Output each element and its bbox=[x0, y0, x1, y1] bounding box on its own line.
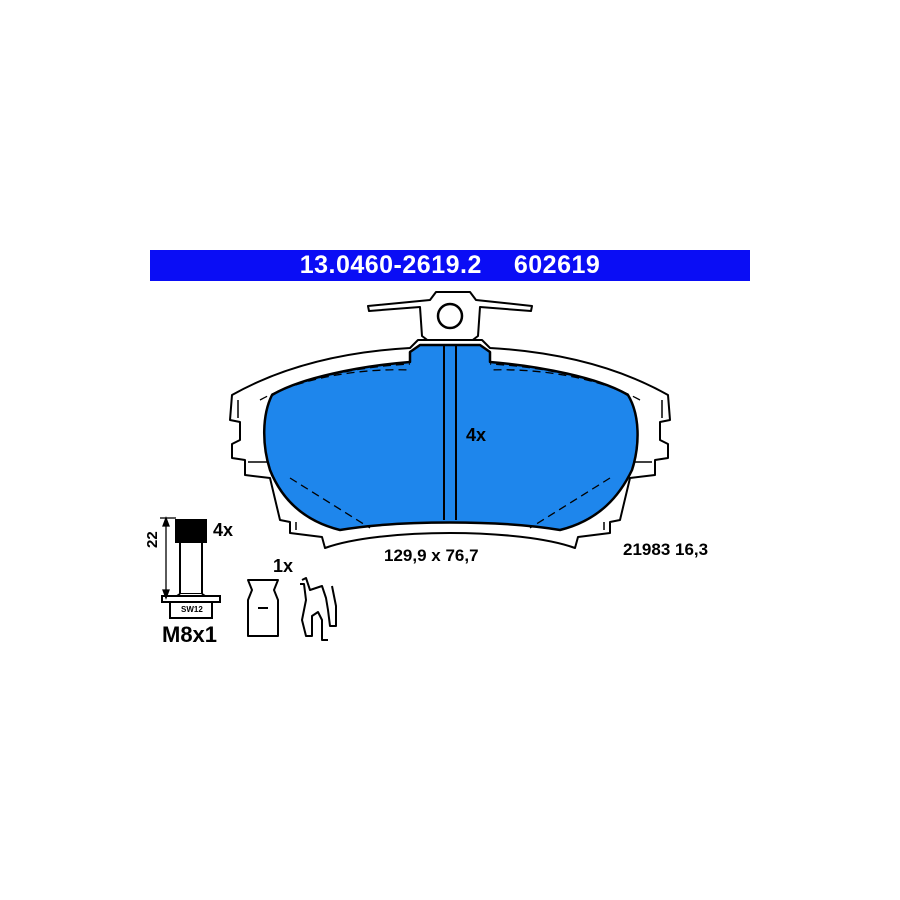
bolt-quantity: 4x bbox=[213, 520, 234, 540]
tab-hole bbox=[436, 302, 464, 330]
wire-spring bbox=[300, 577, 337, 641]
lining-groove bbox=[443, 345, 457, 520]
mounting-tab bbox=[367, 291, 533, 343]
bolt-shank bbox=[179, 541, 203, 595]
ref-number: 602619 bbox=[513, 251, 601, 279]
bolt-length: 22 bbox=[144, 531, 161, 548]
spring-clip bbox=[247, 579, 279, 637]
clip-quantity: 1x bbox=[273, 556, 294, 576]
bolt-thread-size: M8x1 bbox=[162, 622, 218, 647]
hidden-lines bbox=[259, 363, 641, 529]
pad-dimensions: 129,9 x 76,7 bbox=[384, 546, 479, 565]
bolt-head bbox=[169, 601, 213, 619]
pad-quantity: 4x bbox=[466, 425, 487, 445]
bolt-drawing bbox=[161, 519, 221, 619]
header-bar: 13.0460-2619.2 602619 bbox=[150, 250, 750, 281]
part-number: 13.0460-2619.2 bbox=[299, 251, 482, 279]
pad-code: 21983 16,3 bbox=[623, 540, 709, 559]
bolt-dimension bbox=[160, 516, 176, 600]
wrench-size: SW12 bbox=[181, 605, 203, 614]
friction-lining bbox=[262, 343, 639, 532]
